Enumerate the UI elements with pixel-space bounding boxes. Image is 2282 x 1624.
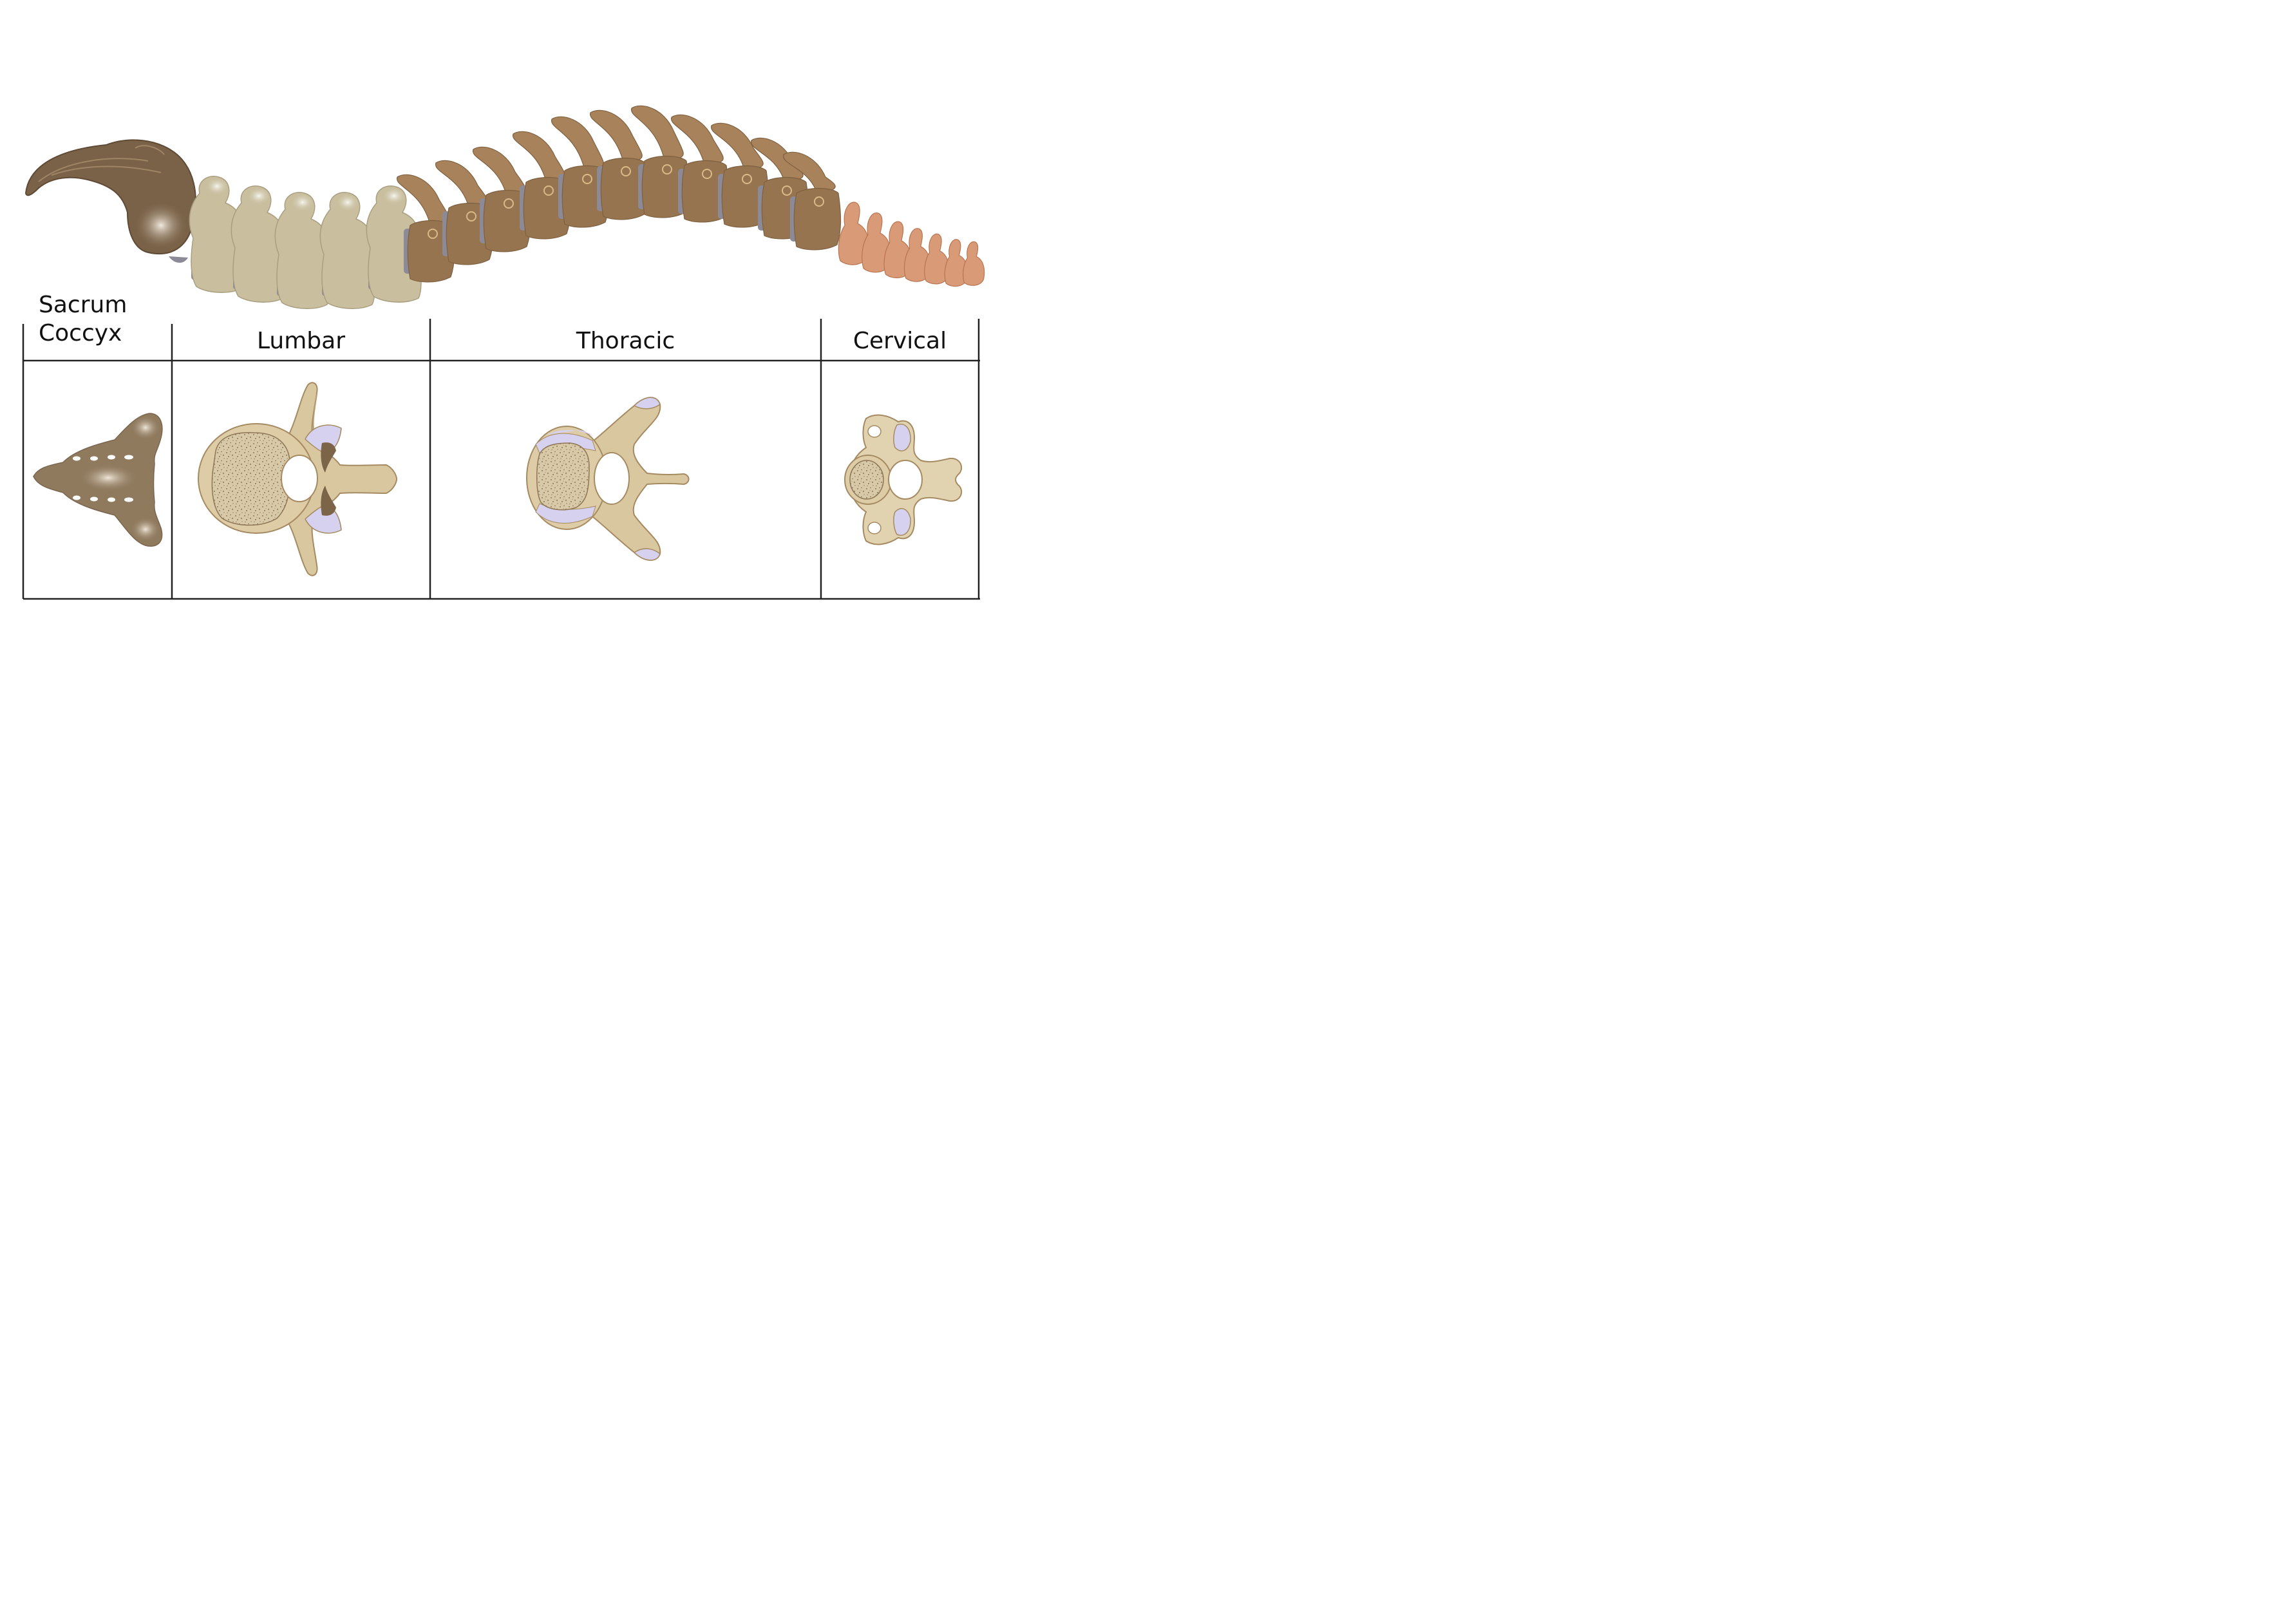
thoracic-vertebra-side [631,105,690,218]
diagram-canvas [22,105,985,600]
thoracic-vertebrae-side [397,105,842,283]
label-sacrum: Sacrum [39,292,127,318]
label-sacrum-coccyx: Sacrum Coccyx [39,291,155,348]
thoracic-vertebra-top-view [526,397,690,561]
lumbar-vertebra-side [189,176,245,293]
thoracic-vertebra-side [473,146,531,252]
thoracic-vertebra-side [783,151,842,250]
sacrum-top-view [33,413,163,547]
spine-side-view [24,105,985,309]
lumbar-vertebra-top-view [198,382,398,576]
label-lumbar: Lumbar [256,328,346,354]
label-thoracic: Thoracic [576,328,675,354]
lumbar-vertebra-side [231,185,287,303]
lumbar-vertebra-side [319,192,375,309]
lumbar-vertebra-side [274,192,330,309]
cervical-vertebra-side [963,241,985,286]
cervical-vertebra-top-view [844,414,963,545]
spine-diagram: Sacrum Coccyx Lumbar Thoracic Cervical [0,0,1004,715]
label-cervical: Cervical [853,328,947,354]
sacrum-side [24,139,196,263]
thoracic-vertebra-side [671,114,730,223]
label-coccyx: Coccyx [39,320,122,346]
thoracic-vertebra-side [590,109,648,220]
cervical-vertebrae-side [838,202,985,287]
region-table-grid [22,319,980,600]
lumbar-vertebrae-side [189,176,422,309]
